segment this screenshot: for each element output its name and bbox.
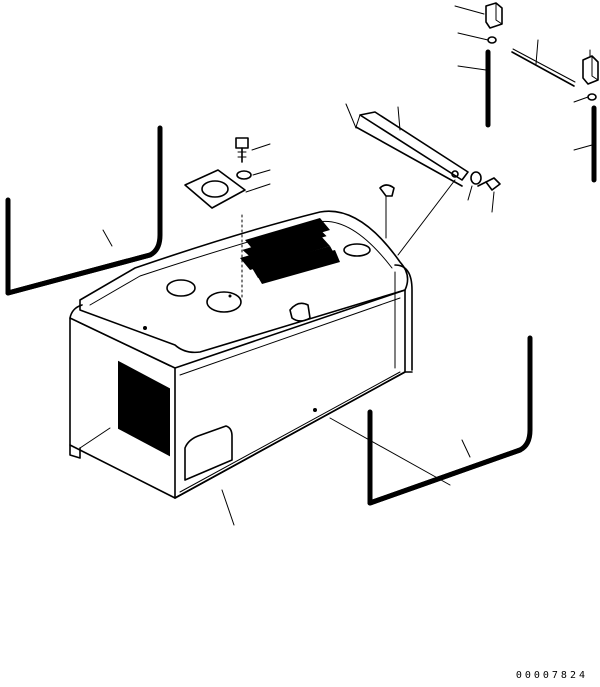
clip-2 (582, 55, 599, 85)
gasket-plate (184, 169, 246, 209)
engine-hood-body (69, 210, 413, 499)
leader-hood (221, 489, 235, 526)
pin-1 (487, 36, 497, 44)
diagonal-strip (511, 48, 576, 87)
leader-right-strip (461, 439, 471, 458)
top-opening-3 (343, 243, 371, 257)
leader-hood-right (329, 417, 451, 486)
front-grille (118, 360, 170, 457)
angle-bracket (355, 111, 469, 187)
bolt-right (477, 177, 501, 191)
top-opening-1 (166, 279, 196, 297)
leader-left-strip (102, 229, 113, 247)
washer-top (236, 170, 252, 180)
right-side-seal-strip (367, 335, 533, 506)
left-side-seal-strip (5, 125, 163, 296)
top-vent-grille (240, 218, 340, 284)
drawing-reference-code: 00007824 (515, 670, 588, 681)
washer-right (470, 171, 482, 185)
clip-1 (485, 2, 503, 29)
cap-knob (379, 184, 395, 197)
bolt-top (235, 137, 249, 163)
top-opening-2 (206, 291, 242, 313)
pin-2 (587, 93, 597, 101)
